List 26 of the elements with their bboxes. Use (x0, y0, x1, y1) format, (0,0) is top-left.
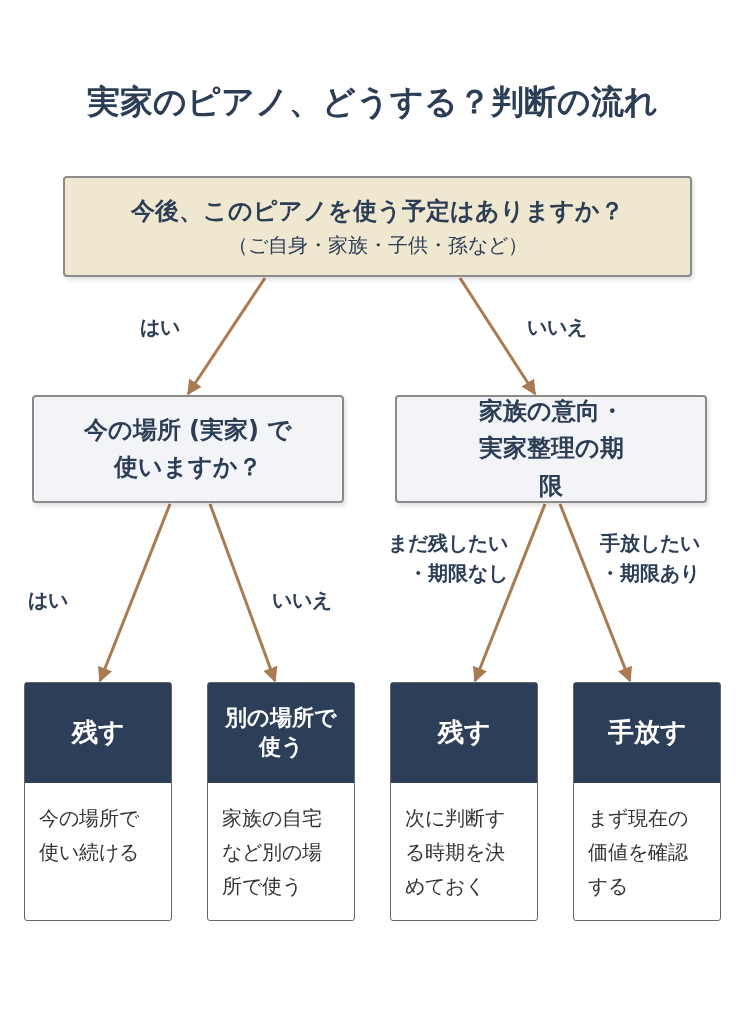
note-text: （ご自身・家族・子供・孫など） (227, 232, 528, 260)
question-box (63, 176, 692, 277)
arrow (98, 503, 172, 683)
arrow (208, 503, 278, 683)
arrow (473, 503, 547, 683)
arrow (558, 503, 632, 683)
card-header: 残す (25, 683, 171, 783)
card-header: 手放す (574, 683, 720, 783)
question-box (395, 395, 707, 503)
result-card (390, 682, 538, 921)
card-header: 残す (391, 683, 537, 783)
question-text: 今の場所 (実家) で使いますか？ (82, 414, 294, 483)
result-card (207, 682, 355, 921)
arrow (186, 277, 267, 396)
question-text: 家族の意向・実家整理の期限 (477, 396, 625, 502)
result-card (573, 682, 721, 921)
card-text: まず現在の価値を確認する (588, 805, 689, 900)
title: 実家のピアノ、どうする？判断の流れ (86, 81, 659, 123)
card-text: 今の場所で使い続ける (39, 805, 140, 866)
card-text: 家族の自宅など別の場所で使う (222, 805, 323, 900)
card-text: 次に判断する時期を決めておく (405, 805, 506, 900)
arrow (458, 277, 537, 396)
result-card (24, 682, 172, 921)
question-box (32, 395, 344, 503)
question-text: 今後、このピアノを使う予定はありますか？ (131, 195, 624, 227)
card-header: 別の場所で使う (208, 683, 354, 783)
